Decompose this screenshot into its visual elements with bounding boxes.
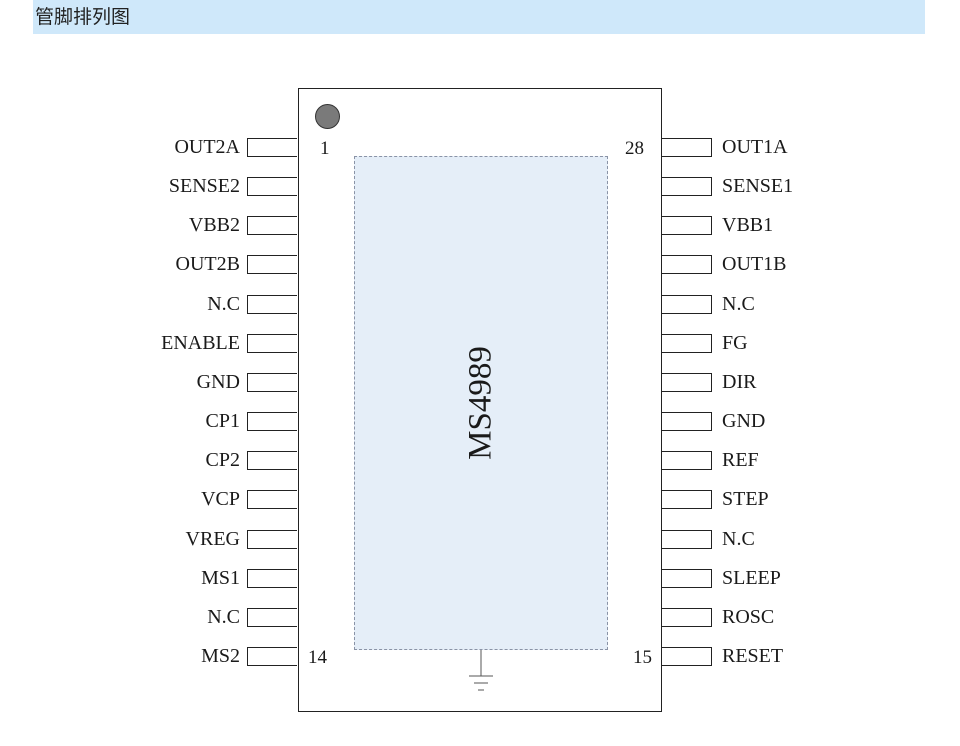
pin-pad-right-10 (662, 490, 712, 509)
pin-pad-left-3 (247, 216, 297, 235)
pin-label-left-4: OUT2B (175, 253, 240, 275)
pin-label-left-10: VCP (201, 488, 240, 510)
pin-pad-left-9 (247, 451, 297, 470)
ground-icon (469, 650, 493, 691)
pin-pad-right-8 (662, 412, 712, 431)
pin-label-right-6: FG (722, 332, 748, 354)
pin-label-left-7: GND (196, 371, 240, 393)
pin-pad-left-10 (247, 490, 297, 509)
pin-label-left-13: N.C (207, 606, 240, 628)
chip-name: MS4989 (462, 346, 499, 460)
pin-label-right-7: DIR (722, 371, 757, 393)
pin-pad-right-1 (662, 138, 712, 157)
pin-label-right-13: ROSC (722, 606, 775, 628)
pin-number-14: 14 (308, 647, 327, 668)
chip-die (354, 156, 608, 650)
pin-pad-left-7 (247, 373, 297, 392)
pin-label-left-1: OUT2A (174, 136, 240, 158)
pin-pad-left-1 (247, 138, 297, 157)
pin-pad-left-6 (247, 334, 297, 353)
pin-number-15: 15 (633, 647, 652, 668)
pin-pad-left-11 (247, 530, 297, 549)
pin-label-left-5: N.C (207, 293, 240, 315)
pin-pad-left-13 (247, 608, 297, 627)
pin-label-right-5: N.C (722, 293, 755, 315)
pin-pad-right-2 (662, 177, 712, 196)
pin-label-right-11: N.C (722, 528, 755, 550)
pin-pad-right-11 (662, 530, 712, 549)
pin-pad-left-2 (247, 177, 297, 196)
pin-label-right-8: GND (722, 410, 766, 432)
pin-pad-right-13 (662, 608, 712, 627)
pin-label-left-14: MS2 (201, 645, 240, 667)
pin-label-right-9: REF (722, 449, 759, 471)
pin-label-right-14: RESET (722, 645, 784, 667)
pin-pad-left-8 (247, 412, 297, 431)
pin-label-right-12: SLEEP (722, 567, 781, 589)
pin-pad-right-7 (662, 373, 712, 392)
pin-pad-left-4 (247, 255, 297, 274)
pin-pad-left-5 (247, 295, 297, 314)
pin-label-left-9: CP2 (205, 449, 240, 471)
pin-label-right-10: STEP (722, 488, 769, 510)
pin-pad-left-12 (247, 569, 297, 588)
pin-label-right-1: OUT1A (722, 136, 788, 158)
pin-label-left-12: MS1 (201, 567, 240, 589)
pin1-marker-icon (315, 104, 340, 129)
pin-label-left-8: CP1 (205, 410, 240, 432)
section-title: 管脚排列图 (35, 6, 131, 28)
pin-number-1: 1 (320, 138, 330, 159)
pin-label-left-2: SENSE2 (168, 175, 240, 197)
pin-pad-right-6 (662, 334, 712, 353)
pin-pad-right-14 (662, 647, 712, 666)
pin-number-28: 28 (625, 138, 644, 159)
pin-label-right-4: OUT1B (722, 253, 787, 275)
pin-label-right-3: VBB1 (722, 214, 774, 236)
pin-label-left-3: VBB2 (188, 214, 240, 236)
pin-pad-right-9 (662, 451, 712, 470)
pin-label-left-11: VREG (185, 528, 240, 550)
pin-pad-right-5 (662, 295, 712, 314)
pin-label-left-6: ENABLE (161, 332, 240, 354)
pin-pad-right-4 (662, 255, 712, 274)
pin-pad-right-3 (662, 216, 712, 235)
pin-pad-left-14 (247, 647, 297, 666)
pin-pad-right-12 (662, 569, 712, 588)
section-header: 管脚排列图 (33, 0, 925, 34)
pin-label-right-2: SENSE1 (722, 175, 794, 197)
